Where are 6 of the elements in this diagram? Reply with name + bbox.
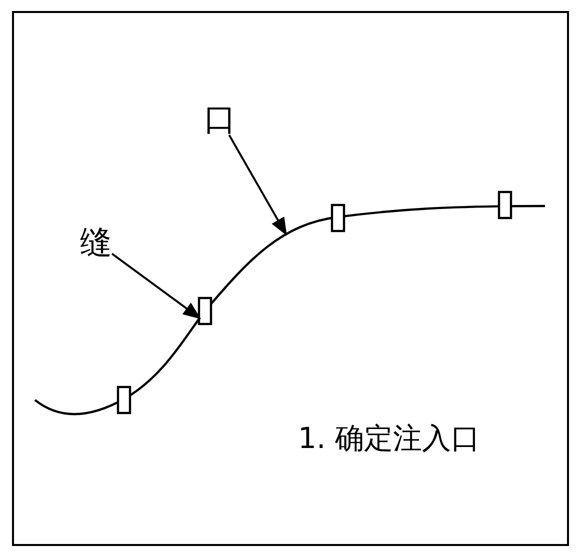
caption: 1. 确定注入口: [298, 424, 480, 453]
part-label: 缝: [80, 226, 112, 258]
part-label: 口: [204, 103, 236, 135]
leader-arrow: [228, 134, 287, 236]
crack-line: [34, 204, 545, 416]
leader-arrow: [111, 252, 202, 320]
